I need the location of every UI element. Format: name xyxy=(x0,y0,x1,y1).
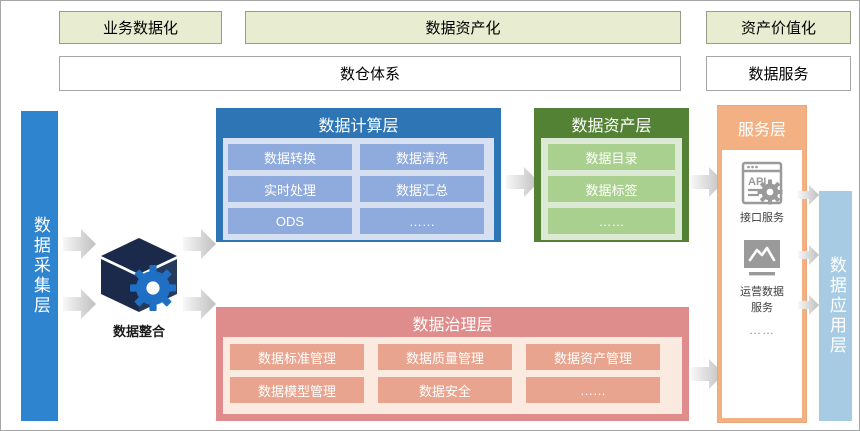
banner-business-datafication: 业务数据化 xyxy=(59,11,222,44)
layer-items: 数据目录 数据标签 …… xyxy=(541,138,682,240)
arrow-asset-to-service xyxy=(691,167,724,197)
layer-item[interactable]: …… xyxy=(526,377,660,403)
layer-item[interactable]: 数据质量管理 xyxy=(378,344,512,370)
layer-title: 服务层 xyxy=(718,106,806,150)
layer-item[interactable]: 数据标准管理 xyxy=(230,344,364,370)
arrow-service-to-application-1 xyxy=(798,185,819,205)
column-label: 数据采集层 xyxy=(30,216,50,316)
layer-item[interactable]: …… xyxy=(360,208,484,234)
layer-item[interactable]: 实时处理 xyxy=(228,176,352,202)
column-data-collection-layer: 数据采集层 xyxy=(21,111,58,421)
layer-item[interactable]: ODS xyxy=(228,208,352,234)
layer-items: API xyxy=(722,150,802,418)
service-item-label-line1: 运营数据 xyxy=(740,285,784,298)
arrow-integration-to-governance xyxy=(183,289,216,319)
layer-title: 数据资产层 xyxy=(535,109,688,138)
subbanner-data-service: 数据服务 xyxy=(706,56,851,91)
arrow-collect-to-integration-bottom xyxy=(63,289,96,319)
layer-item[interactable]: 数据清洗 xyxy=(360,144,484,170)
arrow-service-to-application-2 xyxy=(798,245,819,265)
cube-gear-icon xyxy=(101,238,177,312)
column-label: 数据应用层 xyxy=(826,256,846,356)
banner-data-assetization: 数据资产化 xyxy=(245,11,681,44)
layer-item[interactable]: …… xyxy=(548,208,675,234)
layer-item[interactable]: 数据安全 xyxy=(378,377,512,403)
service-item-label-line2: 服务 xyxy=(751,301,773,314)
layer-item[interactable]: 数据目录 xyxy=(548,144,675,170)
subbanner-data-warehouse-system: 数仓体系 xyxy=(59,56,681,91)
layer-item[interactable]: 数据标签 xyxy=(548,176,675,202)
column-data-application-layer: 数据应用层 xyxy=(819,191,852,421)
banner-label: 业务数据化 xyxy=(102,20,178,37)
integration-label: 数据整合 xyxy=(112,324,165,339)
arrow-integration-to-compute xyxy=(183,229,216,259)
layer-service: 服务层 API xyxy=(717,105,807,423)
layer-items: 数据标准管理 数据质量管理 数据资产管理 数据模型管理 数据安全 …… xyxy=(223,337,682,414)
layer-data-governance: 数据治理层 数据标准管理 数据质量管理 数据资产管理 数据模型管理 数据安全 …… xyxy=(216,307,689,421)
arrow-compute-to-asset xyxy=(506,167,539,197)
layer-title: 数据治理层 xyxy=(217,308,688,337)
layer-data-compute: 数据计算层 数据转换 数据清洗 实时处理 数据汇总 ODS …… xyxy=(216,108,501,242)
layer-data-asset: 数据资产层 数据目录 数据标签 …… xyxy=(534,108,689,242)
banner-asset-valuation: 资产价值化 xyxy=(706,11,851,44)
service-item-label: 接口服务 xyxy=(740,212,784,224)
arrow-collect-to-integration-top xyxy=(63,229,96,259)
layer-item[interactable]: 数据转换 xyxy=(228,144,352,170)
layer-item[interactable]: 数据汇总 xyxy=(360,176,484,202)
subbanner-label: 数据服务 xyxy=(748,66,809,83)
subbanner-label: 数仓体系 xyxy=(339,66,400,83)
banner-label: 数据资产化 xyxy=(425,20,501,37)
layer-item[interactable]: 数据资产管理 xyxy=(526,344,660,370)
layer-title: 数据计算层 xyxy=(217,109,500,138)
api-window-gear-icon: API xyxy=(741,161,783,205)
arrow-service-to-application-3 xyxy=(798,295,819,315)
monitor-chart-icon xyxy=(744,239,780,276)
layer-items: 数据转换 数据清洗 实时处理 数据汇总 ODS …… xyxy=(223,138,494,240)
arrow-governance-to-service xyxy=(691,359,724,389)
service-more-label: …… xyxy=(749,323,775,338)
banner-label: 资产价值化 xyxy=(740,20,816,37)
layer-item[interactable]: 数据模型管理 xyxy=(230,377,364,403)
